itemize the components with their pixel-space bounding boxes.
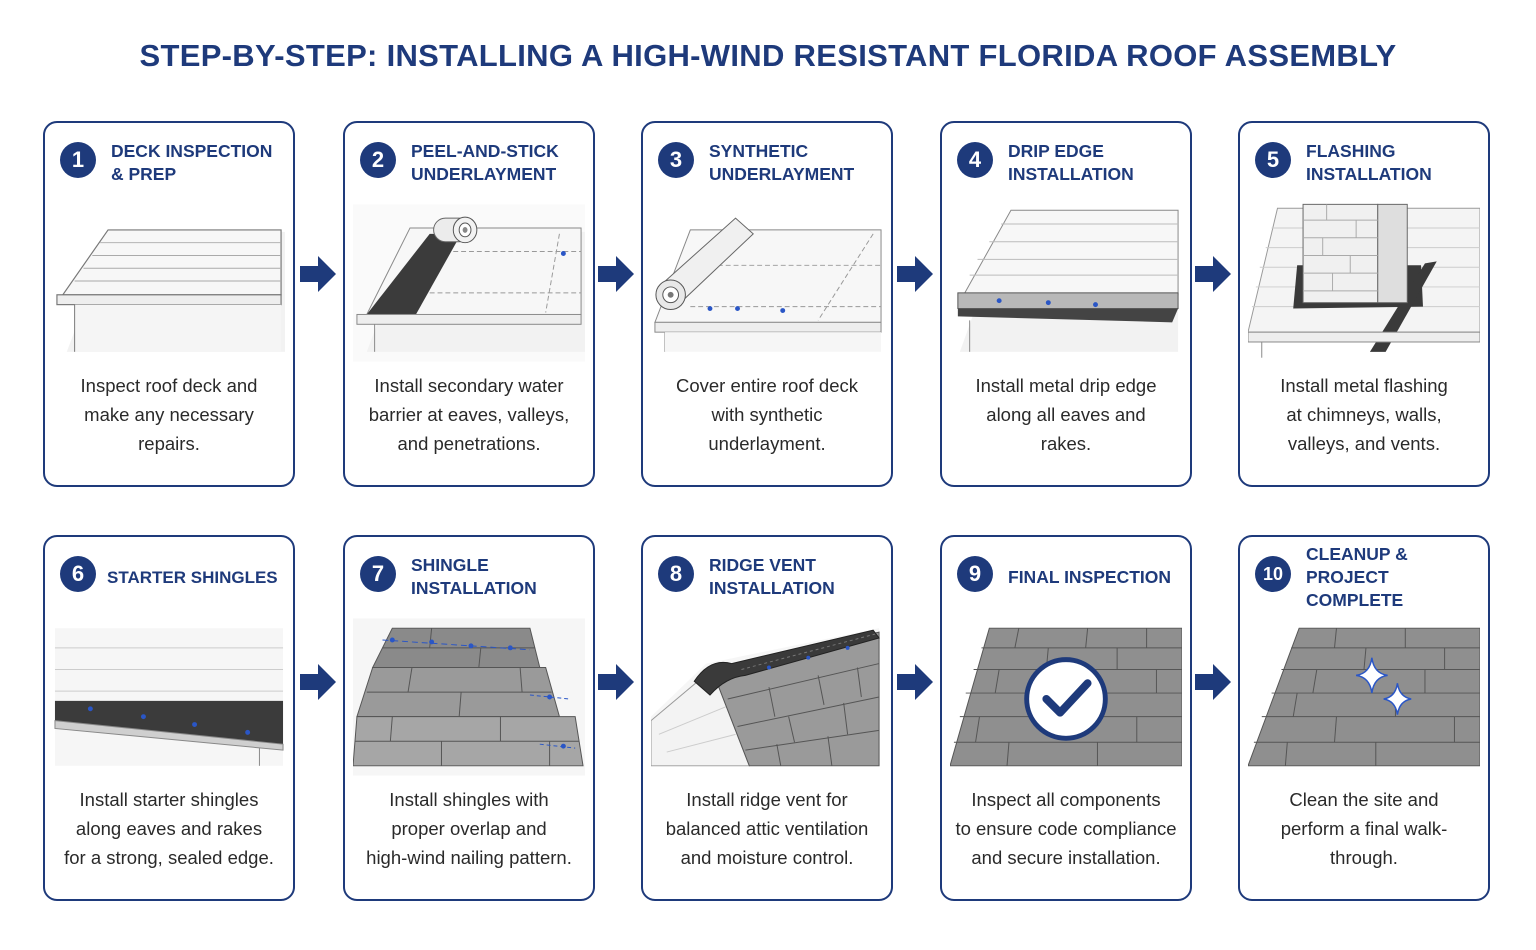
step-number-badge: 6	[60, 556, 96, 592]
step-description: Inspect roof deck and make any necessary…	[80, 375, 258, 454]
right-arrow-icon	[895, 662, 935, 702]
step-description: Clean the site and perform a final walk-…	[1280, 789, 1448, 868]
step-description: Install metal drip edge along all eaves …	[975, 375, 1157, 454]
step-description: Inspect all components to ensure code co…	[955, 789, 1177, 868]
step-heading: FINAL INSPECTION	[1008, 566, 1172, 587]
step-heading: FLASHING INSTALLATION	[1306, 141, 1432, 184]
step-number-badge: 1	[60, 142, 96, 178]
step-heading: PEEL-AND-STICK UNDERLAYMENT	[411, 141, 559, 184]
step-description: Install metal flashing at chimneys, wall…	[1280, 375, 1448, 454]
step-card-5: 5 FLASHING INSTALLATION Install metal fl…	[1238, 121, 1490, 487]
step-heading: DRIP EDGE INSTALLATION	[1008, 141, 1134, 184]
step-description: Install secondary water barrier at eaves…	[368, 375, 570, 454]
step-heading: CLEANUP & PROJECT COMPLETE	[1306, 543, 1408, 610]
shingle-courses-illustration	[353, 617, 585, 777]
right-arrow-icon	[596, 254, 636, 294]
step-number-badge: 8	[658, 556, 694, 592]
step-card-6: 6 STARTER SHINGLES Install starter shing…	[43, 535, 295, 901]
right-arrow-icon	[1193, 254, 1233, 294]
step-heading: STARTER SHINGLES	[107, 567, 278, 587]
page-title: STEP-BY-STEP: INSTALLING A HIGH-WIND RES…	[139, 38, 1397, 73]
step-card-4: 4 DRIP EDGE INSTALLATION Install metal d…	[940, 121, 1192, 487]
starter-strip-illustration	[53, 617, 285, 777]
step-description: Install starter shingles along eaves and…	[64, 789, 274, 868]
underlayment-roll-illustration	[651, 203, 883, 363]
step-number-badge: 9	[957, 556, 993, 592]
step-number-badge: 7	[360, 556, 396, 592]
step-card-8: 8 RIDGE VENT INSTALLATION Install ridge …	[641, 535, 893, 901]
chimney-flashing-illustration	[1248, 203, 1480, 363]
membrane-roll-illustration	[353, 203, 585, 363]
step-card-2: 2 PEEL-AND-STICK UNDERLAYMENT Install se…	[343, 121, 595, 487]
right-arrow-icon	[596, 662, 636, 702]
step-card-3: 3 SYNTHETIC UNDERLAYMENT Cover entire ro…	[641, 121, 893, 487]
step-heading: RIDGE VENT INSTALLATION	[709, 555, 835, 598]
step-number-badge: 5	[1255, 142, 1291, 178]
step-number-badge: 10	[1255, 556, 1291, 592]
step-heading: SYNTHETIC UNDERLAYMENT	[709, 141, 855, 184]
right-arrow-icon	[298, 254, 338, 294]
step-number-badge: 4	[957, 142, 993, 178]
step-number-badge: 3	[658, 142, 694, 178]
right-arrow-icon	[1193, 662, 1233, 702]
right-arrow-icon	[895, 254, 935, 294]
step-card-1: 1 DECK INSPECTION & PREP Inspect roof de…	[43, 121, 295, 487]
sparkle-icon	[1356, 657, 1412, 715]
right-arrow-icon	[298, 662, 338, 702]
step-heading: DECK INSPECTION & PREP	[111, 141, 273, 184]
checkmark-icon	[1024, 657, 1108, 741]
step-card-9: 9 FINAL INSPECTION Inspect all component…	[940, 535, 1192, 901]
step-description: Install shingles with proper overlap and…	[366, 789, 572, 868]
roof-deck-illustration	[53, 203, 285, 363]
step-card-7: 7 SHINGLE INSTALLATION Install shingles …	[343, 535, 595, 901]
ridge-vent-illustration	[651, 617, 883, 777]
shingle-roof-illustration	[950, 617, 1182, 777]
drip-edge-illustration	[950, 203, 1182, 363]
step-number-badge: 2	[360, 142, 396, 178]
step-description: Install ridge vent for balanced attic ve…	[665, 789, 869, 868]
step-card-10: 10 CLEANUP & PROJECT COMPLETE Clean the …	[1238, 535, 1490, 901]
step-description: Cover entire roof deck with synthetic un…	[675, 375, 858, 454]
shingle-roof-illustration	[1248, 617, 1480, 777]
step-heading: SHINGLE INSTALLATION	[411, 555, 537, 598]
